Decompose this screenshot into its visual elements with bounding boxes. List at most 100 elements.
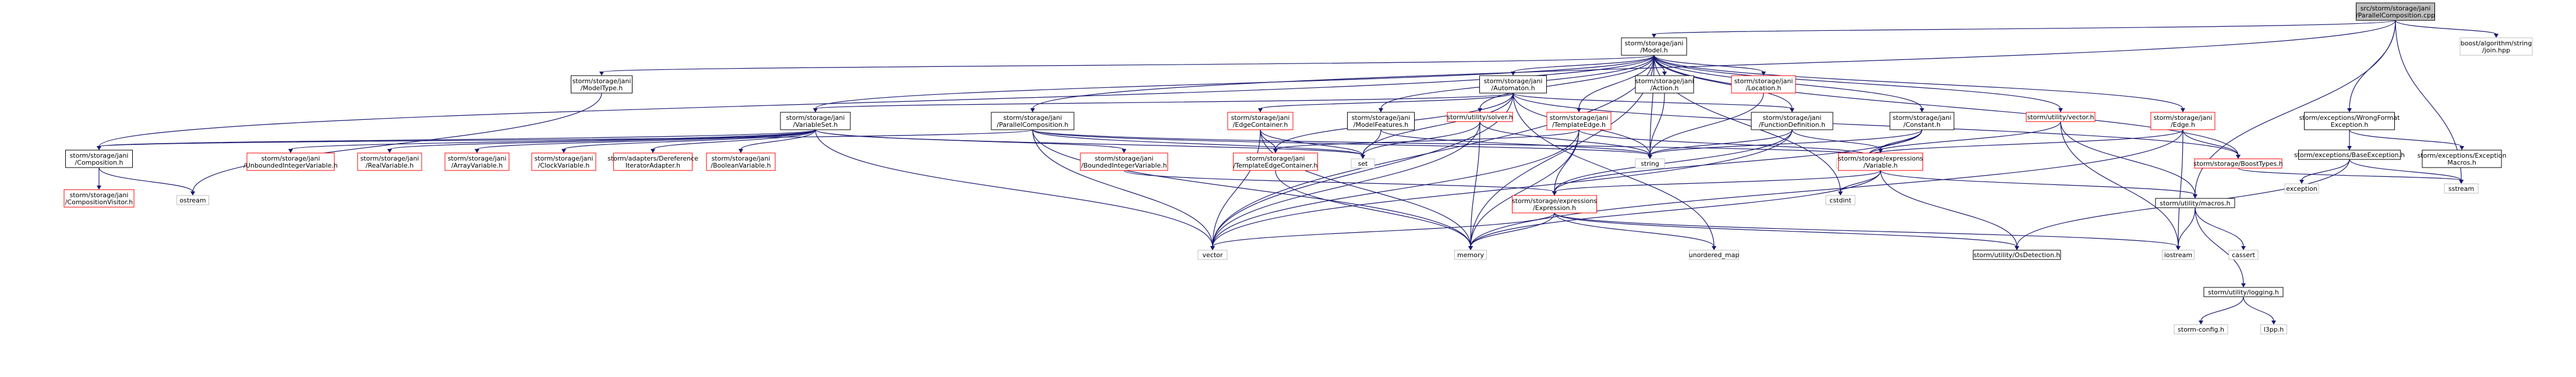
arrowhead-model-to-constant xyxy=(1920,108,1924,112)
edge-model-to-automaton xyxy=(1513,55,1655,73)
node-composition[interactable]: storm/storage/jani/Composition.h xyxy=(65,150,133,168)
node-parcomp[interactable]: storm/storage/jani/ParallelComposition.h xyxy=(991,112,1075,130)
edge-variableset-to-composition xyxy=(98,129,816,147)
node-edge[interactable]: storm/storage/jani/Edge.h xyxy=(2150,112,2215,130)
arrowhead-root-to-model xyxy=(1652,34,1656,38)
node-root[interactable]: src/storm/storage/jani/ParallelCompositi… xyxy=(2356,2,2435,21)
edge-solver-to-string xyxy=(1479,121,1651,156)
node-label-wrongformat-1: Exception.h xyxy=(2331,121,2369,129)
node-label-constant-1: /Constant.h xyxy=(1903,121,1941,129)
edge-exprvariable-to-osdetection xyxy=(1880,170,2017,247)
node-box-templateedgecont xyxy=(1233,152,1318,171)
node-string: string xyxy=(1635,158,1665,169)
node-model[interactable]: storm/storage/jani/Model.h xyxy=(1621,37,1687,56)
edge-exprvariable-to-macros xyxy=(1880,170,2196,195)
node-boosttypes[interactable]: storm/storage/BoostTypes.h xyxy=(2193,158,2283,169)
edge-modelfeatures-to-set xyxy=(1362,129,1381,156)
node-label-exprvariable-0: storm/storage/expressions xyxy=(1838,155,1923,162)
node-label-modelfeatures-0: storm/storage/jani xyxy=(1352,114,1411,122)
edge-model-to-location xyxy=(1653,55,1764,73)
arrowhead-wrongformat-to-excmacros xyxy=(2460,146,2464,150)
node-label-action-1: /Action.h xyxy=(1651,84,1679,92)
node-box-cassert xyxy=(2228,250,2259,260)
node-expression[interactable]: storm/storage/expressions/Expression.h xyxy=(1512,195,1597,214)
edge-model-to-boosttypes xyxy=(1653,55,2239,156)
node-label-unboundedint-1: /UnboundedIntegerVariable.h xyxy=(243,162,338,169)
edge-automaton-to-variableset xyxy=(815,93,1514,109)
arrowhead-variableset-to-boolvar xyxy=(738,149,743,153)
arrowhead-variableset-to-boundedint xyxy=(1122,149,1126,153)
arrowhead-variableset-to-clockvar xyxy=(561,149,566,153)
edge-model-to-solver xyxy=(1479,55,1655,109)
node-label-variableset-1: /VariableSet.h xyxy=(793,121,838,129)
node-variableset[interactable]: storm/storage/jani/VariableSet.h xyxy=(780,112,851,130)
node-label-automaton-0: storm/storage/jani xyxy=(1484,77,1543,85)
node-label-model-0: storm/storage/jani xyxy=(1625,40,1684,47)
node-label-templateedgecont-1: /TemplateEdgeContainer.h xyxy=(1234,162,1318,169)
edge-variableset-to-boundedint xyxy=(815,129,1125,150)
arrowhead-root-to-wrongformat xyxy=(2347,108,2352,112)
node-constant[interactable]: storm/storage/jani/Constant.h xyxy=(1889,112,1955,130)
arrowhead-constant-to-exprvariable xyxy=(1878,149,1883,153)
node-box-funcdef xyxy=(1751,112,1833,130)
node-box-action xyxy=(1635,75,1694,94)
edge-edge-to-memory xyxy=(1470,129,2183,247)
node-clockvar[interactable]: storm/storage/jani/ClockVariable.h xyxy=(531,152,596,171)
edge-constant-to-string xyxy=(1649,129,1923,156)
node-baseexc[interactable]: storm/exceptions/BaseException.h xyxy=(2294,150,2405,160)
arrowhead-root-to-parcomp xyxy=(1030,108,1035,112)
node-edgecontainer[interactable]: storm/storage/jani/EdgeContainer.h xyxy=(1227,112,1294,130)
node-osdetection[interactable]: storm/utility/OsDetection.h xyxy=(1973,250,2061,260)
node-label-expression-0: storm/storage/expressions xyxy=(1512,197,1597,205)
edge-variableset-to-vector xyxy=(815,129,1213,247)
node-solver[interactable]: storm/utility/solver.h xyxy=(1447,112,1513,122)
node-unboundedint[interactable]: storm/storage/jani/UnboundedIntegerVaria… xyxy=(243,152,338,171)
node-derefadapter[interactable]: storm/adapters/DereferenceIteratorAdapte… xyxy=(607,152,698,171)
node-box-ostream xyxy=(176,195,209,205)
node-macros[interactable]: storm/utility/macros.h xyxy=(2155,198,2235,208)
node-exprvariable[interactable]: storm/storage/expressions/Variable.h xyxy=(1838,152,1923,171)
edge-boundedint-to-expression xyxy=(1123,170,1555,193)
edge-variableset-to-derefadapter xyxy=(652,129,816,150)
node-location[interactable]: storm/storage/jani/Location.h xyxy=(1731,75,1796,94)
node-modelfeatures[interactable]: storm/storage/jani/ModelFeatures.h xyxy=(1347,112,1415,130)
node-box-templateedge xyxy=(1546,112,1612,130)
arrowhead-automaton-to-variableset xyxy=(813,108,818,112)
node-boolvar[interactable]: storm/storage/jani/BooleanVariable.h xyxy=(706,152,776,171)
node-logging[interactable]: storm/utility/logging.h xyxy=(2203,287,2284,297)
node-automaton[interactable]: storm/storage/jani/Automaton.h xyxy=(1479,75,1547,94)
node-label-edgecontainer-1: /EdgeContainer.h xyxy=(1233,121,1288,129)
node-templateedgecont[interactable]: storm/storage/jani/TemplateEdgeContainer… xyxy=(1233,152,1318,171)
node-realvar[interactable]: storm/storage/jani/RealVariable.h xyxy=(357,152,422,171)
edge-parcomp-to-composition xyxy=(98,129,1033,147)
node-box-cstdint xyxy=(1825,195,1856,205)
node-compvisitor[interactable]: storm/storage/jani/CompositionVisitor.h xyxy=(63,189,135,208)
node-box-modelfeatures xyxy=(1347,112,1415,130)
node-label-exprvariable-1: /Variable.h xyxy=(1864,162,1898,169)
node-label-solver-0: storm/utility/solver.h xyxy=(1447,113,1513,121)
node-templateedge[interactable]: storm/storage/jani/TemplateEdge.h xyxy=(1546,112,1612,130)
node-label-root-0: src/storm/storage/jani xyxy=(2361,5,2431,12)
edge-model-to-composition xyxy=(98,55,1655,147)
node-modeltype[interactable]: storm/storage/jani/ModelType.h xyxy=(571,75,632,94)
edge-model-to-templateedge xyxy=(1578,55,1655,109)
node-action[interactable]: storm/storage/jani/Action.h xyxy=(1635,75,1694,94)
edge-root-to-macros xyxy=(2195,20,2396,195)
node-label-wrongformat-0: storm/exceptions/WrongFormat xyxy=(2299,114,2401,122)
node-label-boostjoin-0: boost/algorithm/string xyxy=(2461,40,2532,47)
node-label-cstdint-0: cstdint xyxy=(1829,197,1851,204)
node-box-sstream xyxy=(2444,183,2479,194)
node-label-boolvar-1: /BooleanVariable.h xyxy=(711,162,771,169)
node-label-parcomp-1: /ParallelComposition.h xyxy=(997,121,1069,129)
node-funcdef[interactable]: storm/storage/jani/FunctionDefinition.h xyxy=(1751,112,1833,130)
edge-templateedge-to-memory xyxy=(1470,129,1579,247)
node-cassert: cassert xyxy=(2228,250,2259,260)
node-iostream: iostream xyxy=(2162,250,2195,260)
node-arrayvar[interactable]: storm/storage/jani/ArrayVariable.h xyxy=(444,152,510,171)
node-label-memory-0: memory xyxy=(1457,251,1484,259)
node-label-templateedge-0: storm/storage/jani xyxy=(1550,114,1609,122)
node-vectorh[interactable]: storm/utility/vector.h xyxy=(2026,112,2096,122)
node-boundedint[interactable]: storm/storage/jani/BoundedIntegerVariabl… xyxy=(1080,152,1168,171)
